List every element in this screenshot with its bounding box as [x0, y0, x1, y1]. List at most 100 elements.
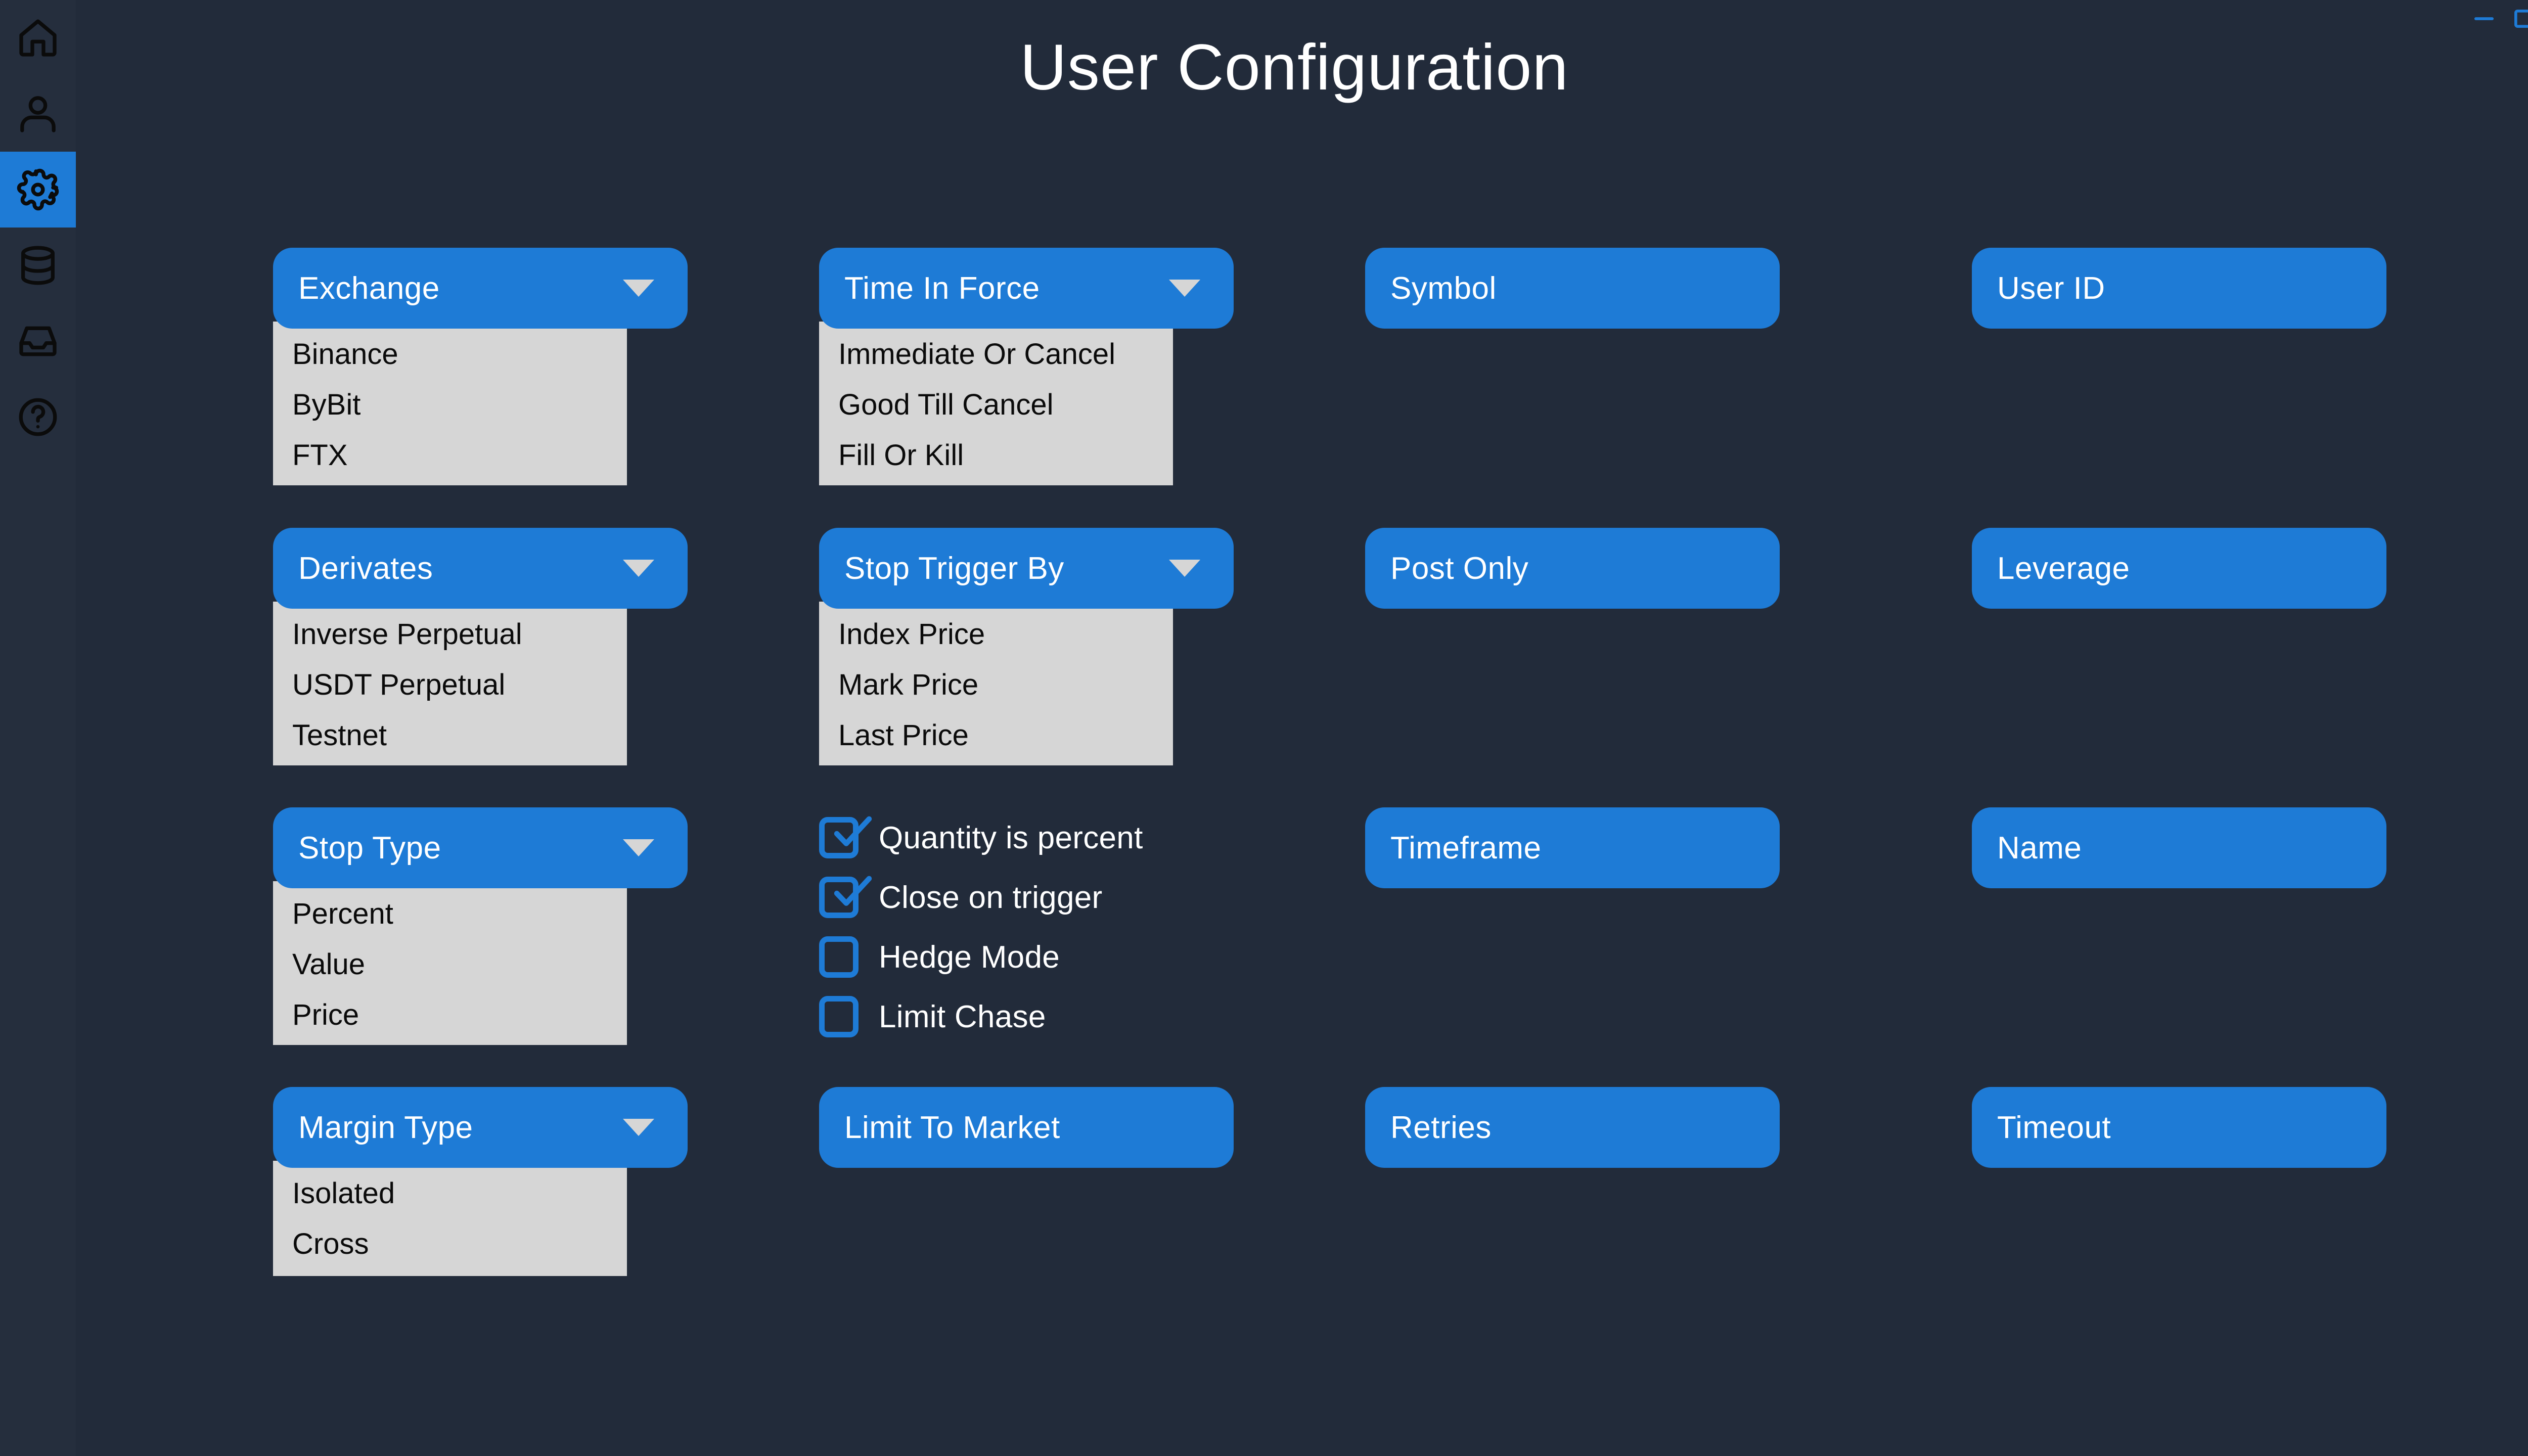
option-item[interactable]: Binance — [292, 338, 398, 371]
field-derivates: Derivates Inverse Perpetual USDT Perpetu… — [273, 528, 688, 765]
exchange-label: Exchange — [298, 270, 440, 306]
checkbox-unchecked-icon[interactable] — [819, 936, 859, 978]
option-item[interactable]: USDT Perpetual — [292, 668, 506, 701]
field-stop-trigger-by: Stop Trigger By Index Price Mark Price L… — [819, 528, 1234, 765]
checkbox-hedge-mode[interactable]: Hedge Mode — [819, 927, 1274, 987]
user-id-label: User ID — [1997, 270, 2105, 306]
sidebar-item-help[interactable] — [0, 379, 76, 455]
timeout-label: Timeout — [1997, 1110, 2111, 1145]
post-only-button[interactable]: Post Only — [1365, 528, 1780, 609]
field-margin-type: Margin Type Isolated Cross — [273, 1087, 688, 1276]
derivates-dropdown-button[interactable]: Derivates — [273, 528, 688, 609]
option-item[interactable]: Mark Price — [838, 668, 979, 701]
symbol-button[interactable]: Symbol — [1365, 248, 1780, 329]
database-icon — [16, 243, 60, 288]
retries-label: Retries — [1390, 1110, 1492, 1145]
help-circle-icon — [16, 395, 60, 439]
option-item[interactable]: Inverse Perpetual — [292, 618, 522, 651]
margin-type-option-list: Isolated Cross — [273, 1161, 627, 1276]
sidebar-item-database[interactable] — [0, 228, 76, 303]
field-leverage: Leverage — [1972, 528, 2386, 609]
sidebar-item-inbox[interactable] — [0, 303, 76, 379]
name-label: Name — [1997, 830, 2082, 866]
chevron-down-icon — [1169, 560, 1200, 577]
sidebar — [0, 0, 76, 1456]
field-limit-to-market: Limit To Market — [819, 1087, 1234, 1168]
sidebar-item-account[interactable] — [0, 76, 76, 152]
option-item[interactable]: FTX — [292, 439, 348, 472]
timeframe-button[interactable]: Timeframe — [1365, 807, 1780, 888]
name-button[interactable]: Name — [1972, 807, 2386, 888]
limit-to-market-label: Limit To Market — [844, 1110, 1060, 1145]
user-icon — [16, 92, 60, 136]
derivates-label: Derivates — [298, 551, 433, 586]
option-item[interactable]: Last Price — [838, 719, 969, 752]
option-item[interactable]: Cross — [292, 1227, 369, 1260]
margin-type-dropdown-button[interactable]: Margin Type — [273, 1087, 688, 1168]
leverage-button[interactable]: Leverage — [1972, 528, 2386, 609]
checkbox-quantity-is-percent[interactable]: Quantity is percent — [819, 808, 1274, 868]
option-item[interactable]: Percent — [292, 897, 393, 930]
minimize-button[interactable] — [2467, 3, 2501, 36]
time-in-force-dropdown-button[interactable]: Time In Force — [819, 248, 1234, 329]
minimize-icon — [2471, 6, 2497, 34]
stop-trigger-by-label: Stop Trigger By — [844, 551, 1064, 586]
stop-type-option-list: Percent Value Price — [273, 881, 627, 1045]
field-timeframe: Timeframe — [1365, 807, 1780, 888]
field-name: Name — [1972, 807, 2386, 888]
checkbox-label: Quantity is percent — [879, 820, 1143, 855]
option-item[interactable]: Index Price — [838, 618, 985, 651]
option-item[interactable]: Testnet — [292, 719, 387, 752]
field-timeout: Timeout — [1972, 1087, 2386, 1168]
margin-type-label: Margin Type — [298, 1110, 473, 1145]
timeout-button[interactable]: Timeout — [1972, 1087, 2386, 1168]
retries-button[interactable]: Retries — [1365, 1087, 1780, 1168]
limit-to-market-button[interactable]: Limit To Market — [819, 1087, 1234, 1168]
exchange-option-list: Binance ByBit FTX — [273, 322, 627, 485]
derivates-option-list: Inverse Perpetual USDT Perpetual Testnet — [273, 602, 627, 765]
field-stop-type: Stop Type Percent Value Price — [273, 807, 688, 1045]
chevron-down-icon — [623, 1119, 654, 1136]
time-in-force-label: Time In Force — [844, 270, 1040, 306]
option-item[interactable]: Value — [292, 948, 366, 981]
time-in-force-option-list: Immediate Or Cancel Good Till Cancel Fil… — [819, 322, 1173, 485]
option-item[interactable]: Good Till Cancel — [838, 388, 1054, 421]
checkbox-limit-chase[interactable]: Limit Chase — [819, 987, 1274, 1046]
post-only-label: Post Only — [1390, 551, 1529, 586]
checkbox-label: Limit Chase — [879, 999, 1046, 1034]
exchange-dropdown-button[interactable]: Exchange — [273, 248, 688, 329]
stop-trigger-by-dropdown-button[interactable]: Stop Trigger By — [819, 528, 1234, 609]
option-item[interactable]: Immediate Or Cancel — [838, 338, 1115, 371]
checkbox-checked-icon[interactable] — [819, 816, 872, 858]
field-exchange: Exchange Binance ByBit FTX — [273, 248, 688, 485]
chevron-down-icon — [623, 839, 654, 856]
option-item[interactable]: Isolated — [292, 1177, 395, 1210]
checkbox-unchecked-icon[interactable] — [819, 996, 859, 1037]
option-item[interactable]: Fill Or Kill — [838, 439, 964, 472]
checkbox-label: Hedge Mode — [879, 939, 1060, 975]
home-icon — [16, 16, 60, 60]
option-item[interactable]: Price — [292, 998, 359, 1031]
user-id-button[interactable]: User ID — [1972, 248, 2386, 329]
stop-type-label: Stop Type — [298, 830, 441, 866]
stop-trigger-by-option-list: Index Price Mark Price Last Price — [819, 602, 1173, 765]
gear-icon — [15, 167, 61, 212]
timeframe-label: Timeframe — [1390, 830, 1542, 866]
sidebar-item-settings[interactable] — [0, 152, 76, 228]
maximize-icon — [2510, 6, 2528, 34]
sidebar-item-home[interactable] — [0, 0, 76, 76]
checkbox-label: Close on trigger — [879, 880, 1103, 915]
chevron-down-icon — [1169, 280, 1200, 297]
stop-type-dropdown-button[interactable]: Stop Type — [273, 807, 688, 888]
field-retries: Retries — [1365, 1087, 1780, 1168]
leverage-label: Leverage — [1997, 551, 2130, 586]
checkbox-checked-icon[interactable] — [819, 876, 872, 918]
field-time-in-force: Time In Force Immediate Or Cancel Good T… — [819, 248, 1234, 485]
maximize-button[interactable] — [2507, 3, 2528, 36]
option-item[interactable]: ByBit — [292, 388, 361, 421]
window-controls — [2467, 3, 2528, 36]
checkbox-close-on-trigger[interactable]: Close on trigger — [819, 868, 1274, 927]
field-user-id: User ID — [1972, 248, 2386, 329]
symbol-label: Symbol — [1390, 270, 1497, 306]
